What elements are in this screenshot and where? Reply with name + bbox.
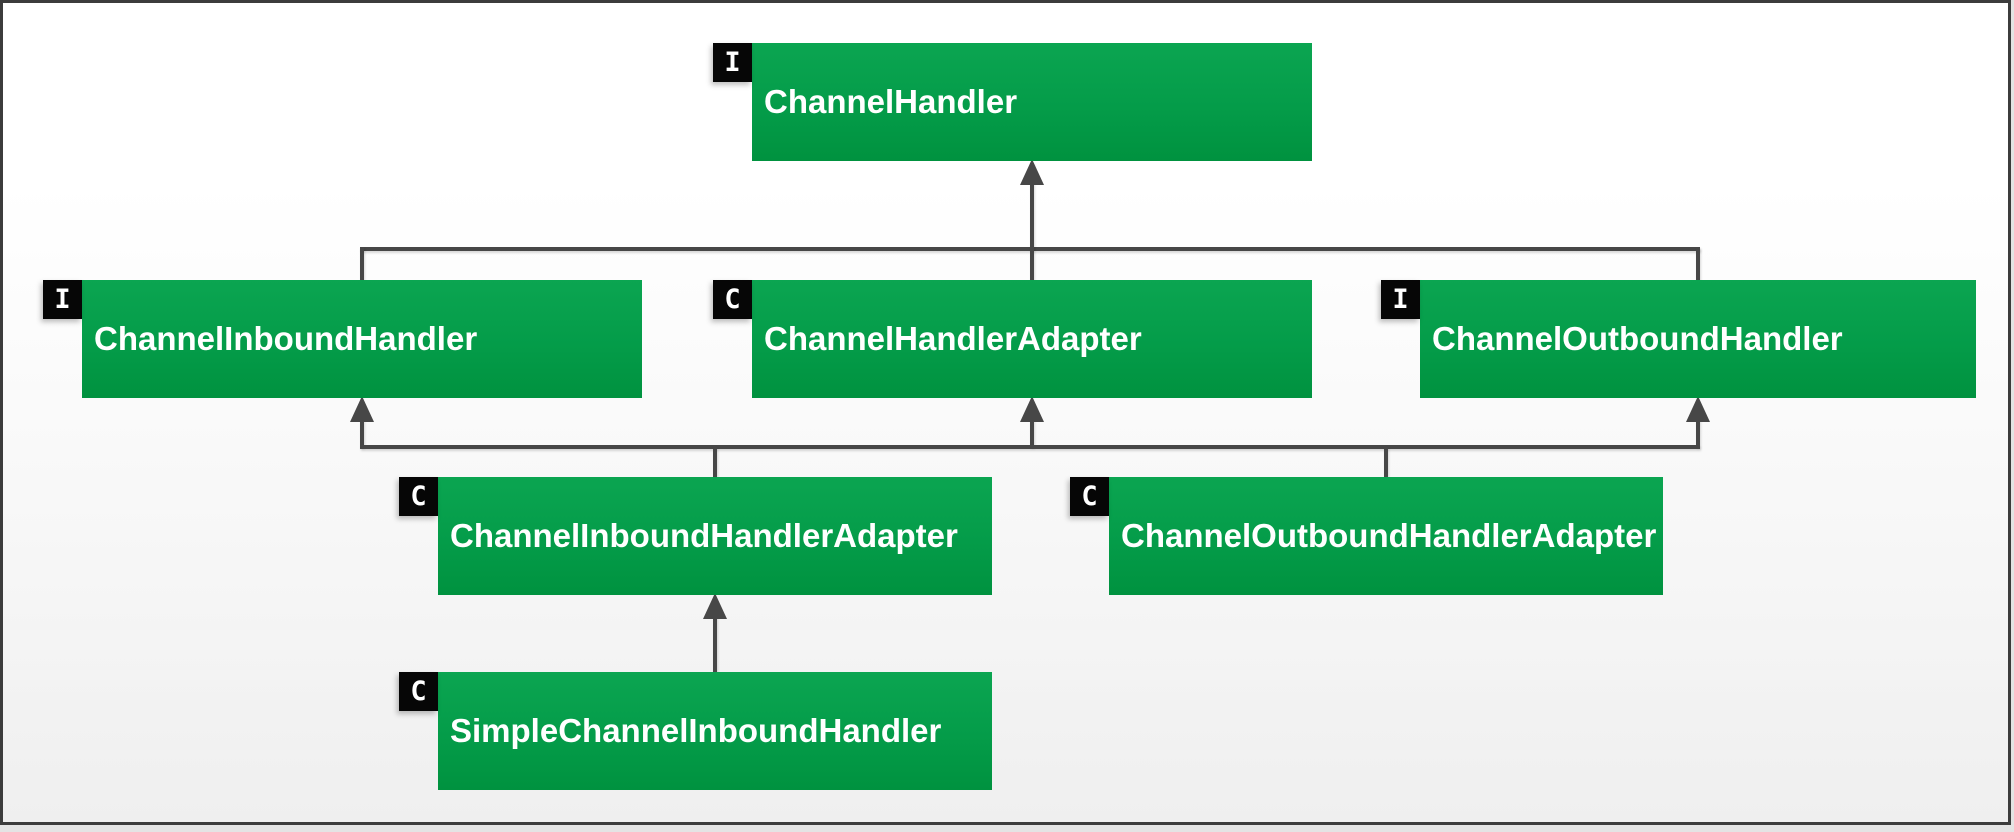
connector-line-vertical	[360, 247, 364, 284]
class-node-label: ChannelInboundHandlerAdapter	[450, 517, 958, 554]
class-node-channelhandleradapter: C ChannelHandlerAdapter	[713, 280, 1312, 398]
inheritance-arrowhead-icon	[1020, 396, 1044, 422]
connector-line-vertical	[1030, 403, 1034, 447]
class-node-label: ChannelInboundHandler	[94, 320, 478, 357]
inheritance-arrowhead-icon	[703, 593, 727, 619]
class-node-channeloutboundhandleradapter: C ChannelOutboundHandlerAdapter	[1070, 477, 1663, 595]
class-node-label: ChannelHandlerAdapter	[764, 320, 1142, 357]
interface-badge-icon: I	[43, 280, 82, 319]
class-badge-icon: C	[1070, 477, 1109, 516]
connector-line-vertical	[1696, 403, 1700, 447]
class-node-channeloutboundhandler: I ChannelOutboundHandler	[1381, 280, 1976, 398]
class-node-simplechannelinboundhandler: C SimpleChannelInboundHandler	[399, 672, 992, 790]
class-node-label: ChannelOutboundHandler	[1432, 320, 1843, 357]
interface-badge-icon: I	[713, 43, 752, 82]
class-node-label: ChannelOutboundHandlerAdapter	[1121, 517, 1657, 554]
inheritance-arrowhead-icon	[1686, 396, 1710, 422]
class-badge-icon: C	[713, 280, 752, 319]
connector-line-vertical	[360, 403, 364, 447]
connector-line-vertical	[1696, 247, 1700, 284]
class-node-label: ChannelHandler	[764, 83, 1018, 120]
class-node-channelinboundhandler: I ChannelInboundHandler	[43, 280, 642, 398]
class-node-label: SimpleChannelInboundHandler	[450, 712, 942, 749]
connector-line-horizontal	[360, 445, 1700, 449]
connector-line-vertical	[1030, 163, 1034, 284]
class-badge-icon: C	[399, 672, 438, 711]
class-node-channelinboundhandleradapter: C ChannelInboundHandlerAdapter	[399, 477, 992, 595]
interface-badge-icon: I	[1381, 280, 1420, 319]
connector-line-vertical	[713, 447, 717, 479]
connector-line-vertical	[1384, 447, 1388, 479]
inheritance-arrowhead-icon	[350, 396, 374, 422]
inheritance-arrowhead-icon	[1020, 159, 1044, 185]
class-node-channelhandler: I ChannelHandler	[713, 43, 1312, 161]
class-badge-icon: C	[399, 477, 438, 516]
connector-line-vertical	[713, 599, 717, 674]
